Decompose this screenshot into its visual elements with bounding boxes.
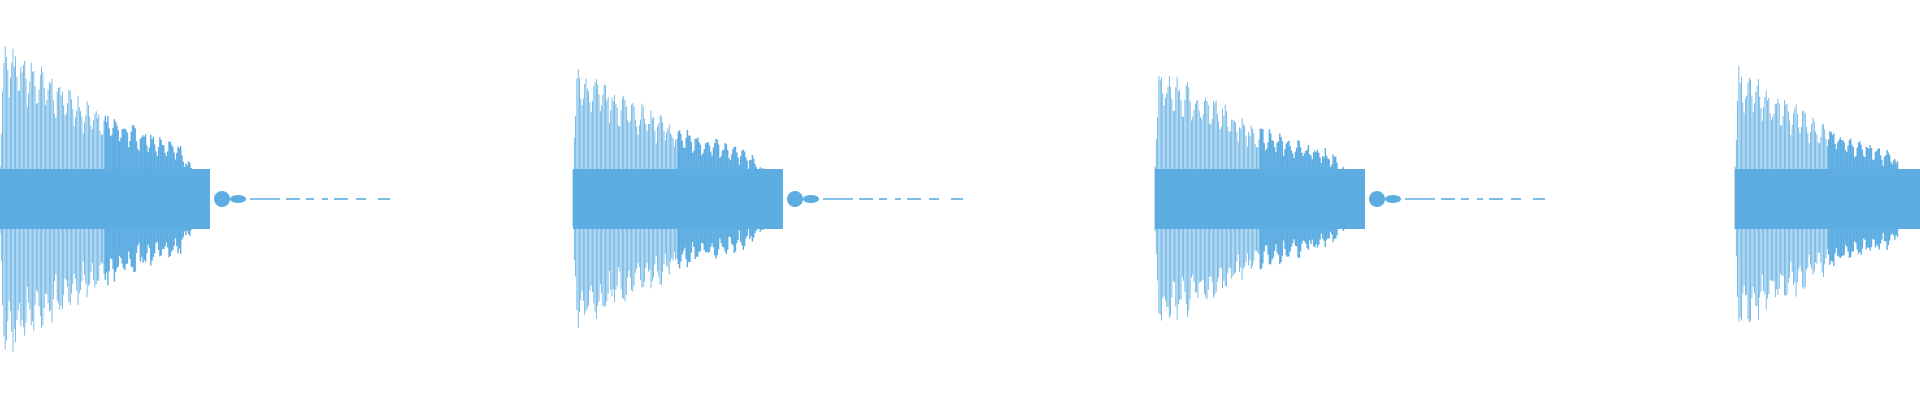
waveform-decay-lobe — [194, 177, 206, 221]
waveform-burst — [1734, 66, 1920, 323]
waveform-decay-lobe — [787, 191, 803, 207]
waveform-burst — [0, 46, 390, 352]
waveform-decay-lobe — [214, 191, 230, 207]
waveform-decay-lobe — [767, 177, 779, 221]
waveform-decay-lobe — [230, 195, 246, 203]
waveform-decay-lobe — [803, 195, 819, 203]
waveform-decay-lobe — [1349, 177, 1361, 221]
waveform-burst — [572, 69, 963, 328]
waveform-segments — [0, 46, 1920, 352]
waveform-decay-lobe — [1369, 191, 1385, 207]
waveform-decay-lobe — [1385, 195, 1401, 203]
waveform-burst — [1154, 76, 1545, 321]
